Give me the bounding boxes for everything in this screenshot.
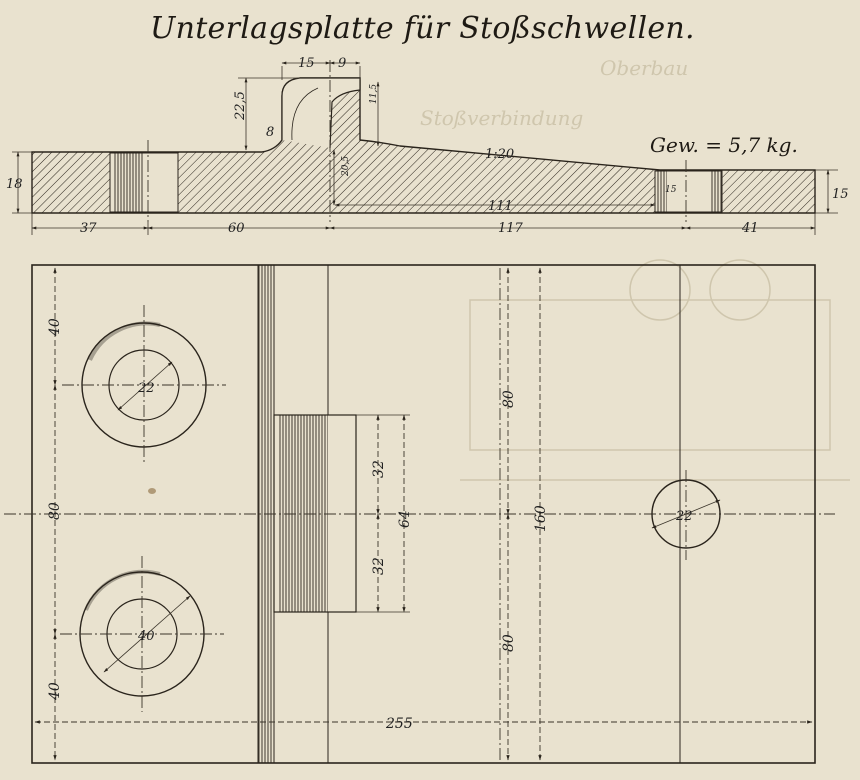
- dim-9: 9: [338, 56, 346, 71]
- ink-stain: [148, 488, 156, 494]
- dim-40-bottom: 40: [47, 682, 63, 701]
- dim-80-lower: 80: [501, 634, 517, 652]
- dim-22-5: 22,5: [233, 91, 248, 121]
- dim-15-slot: 15: [665, 185, 677, 195]
- background-ghost: Stoßverbindung Oberbau: [420, 56, 850, 481]
- svg-text:Oberbau: Oberbau: [600, 56, 688, 80]
- weight-label: Gew. = 5,7 kg.: [650, 133, 798, 157]
- dim-15-right: 15: [832, 187, 849, 202]
- dim-40-lower-hole: 40: [137, 629, 155, 644]
- upper-left-bolt-hole: 22: [62, 305, 226, 465]
- dim-22-right-hole: 22: [675, 509, 693, 524]
- dim-41: 41: [741, 221, 759, 236]
- dim-slope: 1:20: [485, 147, 514, 162]
- dim-255: 255: [385, 716, 413, 732]
- drawing-title: Unterlagsplatte für Stoßschwellen.: [150, 11, 695, 46]
- svg-text:Stoßverbindung: Stoßverbindung: [420, 106, 583, 130]
- dim-22-upper-hole: 22: [137, 381, 155, 396]
- dim-20-5: 20,5: [341, 156, 351, 177]
- side-view: 111 1:20 18 15 15 37 60 117 41 15 9: [6, 56, 849, 236]
- dim-15-top: 15: [298, 56, 315, 71]
- dim-60: 60: [228, 221, 245, 236]
- dim-40-top: 40: [47, 318, 63, 337]
- right-bolt-hole: 22: [651, 470, 721, 560]
- dim-80-left: 80: [47, 502, 63, 520]
- plan-view: 22 40 22 40 80 40 32: [4, 264, 835, 764]
- dim-80-upper: 80: [501, 390, 517, 408]
- dim-111: 111: [488, 199, 513, 214]
- dim-64: 64: [397, 510, 413, 528]
- dim-18: 18: [6, 177, 23, 192]
- dim-32-lower: 32: [371, 557, 387, 575]
- lower-left-bolt-hole: 40: [60, 556, 224, 712]
- dim-32-upper: 32: [371, 460, 387, 478]
- dim-117: 117: [498, 221, 524, 236]
- dim-37: 37: [80, 221, 97, 236]
- dim-160: 160: [533, 505, 549, 532]
- dim-11-5: 11,5: [369, 84, 379, 104]
- dim-8: 8: [266, 125, 274, 140]
